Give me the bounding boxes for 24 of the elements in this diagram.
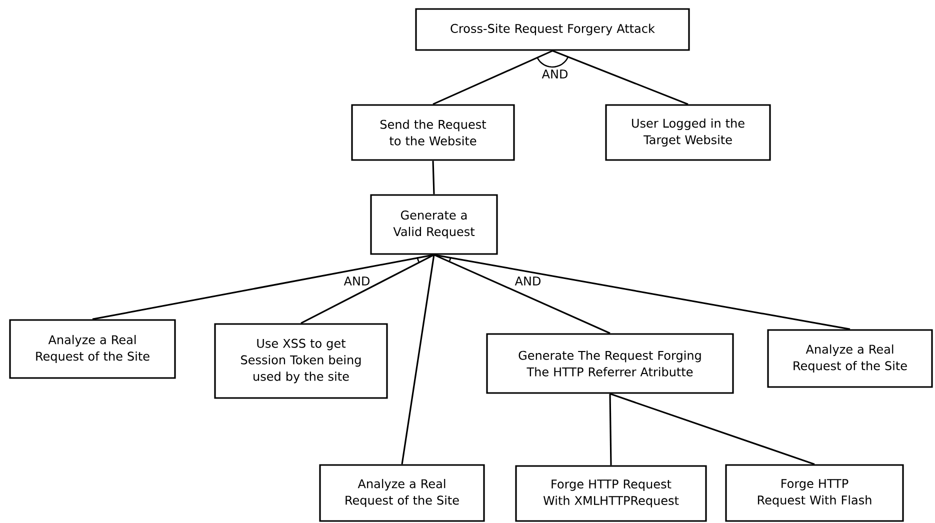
connector-line [434, 254, 610, 334]
connector-line [609, 394, 612, 466]
attack-box: Analyze a Real Request of the Site [319, 464, 485, 522]
attack-box: User Logged in the Target Website [605, 104, 771, 161]
attack-box: Analyze a Real Request of the Site [9, 319, 176, 379]
connector-line [432, 160, 435, 194]
attack-box: Send the Request to the Website [351, 104, 515, 161]
connector-line [432, 50, 553, 105]
connector-line [610, 393, 815, 465]
attack-box: Forge HTTP Request With XMLHTTPRequest [515, 465, 707, 522]
connector-line [401, 254, 435, 464]
connector-line [434, 254, 850, 330]
attack-box: Analyze a Real Request of the Site [767, 329, 933, 388]
attack-box: Forge HTTP Request With Flash [725, 464, 904, 522]
attack-box: Generate a Valid Request [370, 194, 498, 255]
attack-box: Generate The Request Forging The HTTP Referrer Atributte [486, 333, 734, 394]
connector-line [552, 50, 688, 105]
and-label: AND [542, 70, 568, 78]
attack-box: Use XSS to get Session Token being used by the site [214, 323, 388, 399]
connector-line [300, 254, 434, 324]
and-label: AND [344, 276, 370, 286]
attack-box: Cross-Site Request Forgery Attack [415, 8, 690, 51]
connector-line [92, 254, 434, 320]
and-label: AND [514, 276, 540, 286]
